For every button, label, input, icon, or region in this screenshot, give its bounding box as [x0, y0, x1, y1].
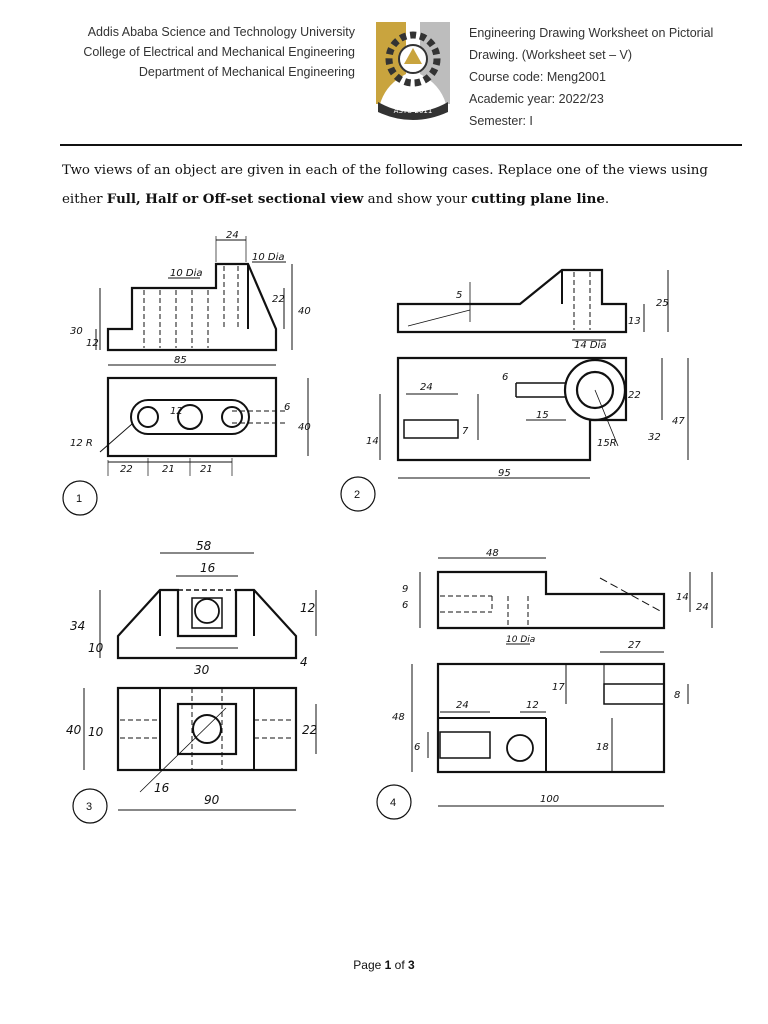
- problem-number-1: 1: [76, 493, 82, 505]
- p1-dim: 10 Dia: [170, 268, 203, 279]
- worksheet-title-line2: Drawing. (Worksheet set – V): [469, 48, 633, 62]
- p4-dim: 24: [696, 602, 709, 613]
- p3-dim: 10: [88, 725, 104, 739]
- p4-dim: 12: [526, 700, 539, 711]
- worksheet-info-block: Engineering Drawing Worksheet on Pictori…: [469, 22, 713, 132]
- college-name: College of Electrical and Mechanical Eng…: [83, 45, 355, 59]
- p1-dim: 85: [174, 355, 187, 366]
- instructions-paragraph: Two views of an object are given in each…: [62, 157, 742, 214]
- course-code: Course code: Meng2001: [469, 70, 606, 84]
- instructions-text-2: and show your: [363, 192, 472, 207]
- p4-dim: 17: [552, 682, 565, 693]
- p1-dim: 24: [226, 230, 239, 241]
- p2-dim: 7: [462, 426, 469, 437]
- p1-dim: 22: [272, 294, 285, 305]
- footer-prefix: Page: [353, 958, 385, 972]
- p3-dim: 16: [154, 781, 170, 795]
- p4-dim: 10 Dia: [506, 635, 535, 645]
- p3-dim: 58: [196, 539, 212, 553]
- p2-dim: 13: [628, 316, 641, 327]
- footer-middle: of: [391, 958, 409, 972]
- academic-year: Academic year: 2022/23: [469, 92, 604, 106]
- page-footer: Page 1 of 3: [0, 958, 768, 972]
- p1-dim: 12: [86, 338, 99, 349]
- worksheet-title-line1: Engineering Drawing Worksheet on Pictori…: [469, 26, 714, 40]
- instructions-bold-sectional: Full, Half or Off-set sectional view: [106, 191, 364, 207]
- p2-dim: 15: [536, 410, 549, 421]
- p2-dim: 25: [656, 298, 669, 309]
- p3-dim: 40: [66, 723, 82, 737]
- p3-dim: 4: [300, 655, 308, 669]
- p3-dim: 34: [70, 619, 85, 633]
- p3-dim: 22: [302, 723, 317, 737]
- p1-dim: 40: [298, 422, 311, 433]
- p4-dim: 27: [628, 640, 641, 651]
- problem-4-drawing: 48 9 6 14 24 10 Dia 27 17 8 48 24 12 6 1…: [376, 548, 713, 820]
- university-logo: ASTU 2011: [376, 22, 450, 120]
- p4-dim: 100: [540, 794, 559, 805]
- p4-dim: 18: [596, 742, 609, 753]
- p1-dim: 10 Dia: [252, 252, 285, 263]
- p1-dim: 21: [200, 464, 213, 475]
- p1-dim: 22: [120, 464, 133, 475]
- p3-dim: 90: [204, 793, 220, 807]
- logo-text: ASTU 2011: [394, 107, 433, 115]
- page-total: 3: [408, 958, 415, 972]
- p1-dim: 40: [298, 306, 311, 317]
- page-number: 1: [384, 958, 392, 972]
- p1-dim: 30: [70, 326, 83, 337]
- p2-dim: 47: [672, 416, 685, 427]
- p2-dim: 24: [420, 382, 433, 393]
- problem-1-drawing: 24 10 Dia 10 Dia 22 40 30 12 85 12 6 40 …: [62, 230, 311, 516]
- semester: Semester: I: [469, 114, 533, 128]
- header-divider: [60, 144, 742, 146]
- p4-dim: 24: [456, 700, 469, 711]
- p2-dim: 14 Dia: [574, 340, 607, 351]
- institution-block: Addis Ababa Science and Technology Unive…: [83, 22, 355, 82]
- instructions-text-3: .: [604, 192, 610, 207]
- p4-dim: 6: [414, 742, 420, 753]
- problem-number-3: 3: [86, 801, 92, 813]
- p2-dim: 22: [628, 390, 641, 401]
- p2-dim: 6: [502, 372, 508, 383]
- p2-dim: 95: [498, 468, 511, 479]
- p2-dim: 32: [648, 432, 661, 443]
- p3-dim: 12: [300, 601, 315, 615]
- p4-dim: 48: [392, 712, 405, 723]
- p4-dim: 6: [402, 600, 408, 611]
- p2-dim: 14: [366, 436, 379, 447]
- department-name: Department of Mechanical Engineering: [138, 65, 355, 79]
- p4-dim: 9: [402, 584, 408, 595]
- p4-dim: 8: [674, 690, 680, 701]
- problem-number-4: 4: [390, 797, 396, 809]
- p3-dim: 30: [194, 663, 210, 677]
- problem-2-drawing: 5 25 13 14 Dia 24 6 15 22 47 32 15R 14 7…: [340, 268, 689, 512]
- p4-dim: 14: [676, 592, 689, 603]
- university-name: Addis Ababa Science and Technology Unive…: [87, 25, 355, 39]
- p1-dim: 12: [170, 406, 183, 417]
- p3-dim: 16: [200, 561, 216, 575]
- p1-dim: 12 R: [70, 438, 93, 449]
- p2-dim: 5: [456, 290, 462, 301]
- problem-number-2: 2: [354, 489, 360, 501]
- instructions-text: Two views of an object are given in each…: [62, 163, 708, 207]
- p3-dim: 10: [88, 641, 104, 655]
- problem-3-drawing: 58 16 12 34 10 4 30 40 10 22 16 90 3: [66, 539, 317, 824]
- instructions-bold-cutting-plane: cutting plane line: [471, 191, 605, 207]
- p1-dim: 21: [162, 464, 175, 475]
- p1-dim: 6: [284, 402, 290, 413]
- p2-dim: 15R: [597, 438, 617, 449]
- p4-dim: 48: [486, 548, 499, 559]
